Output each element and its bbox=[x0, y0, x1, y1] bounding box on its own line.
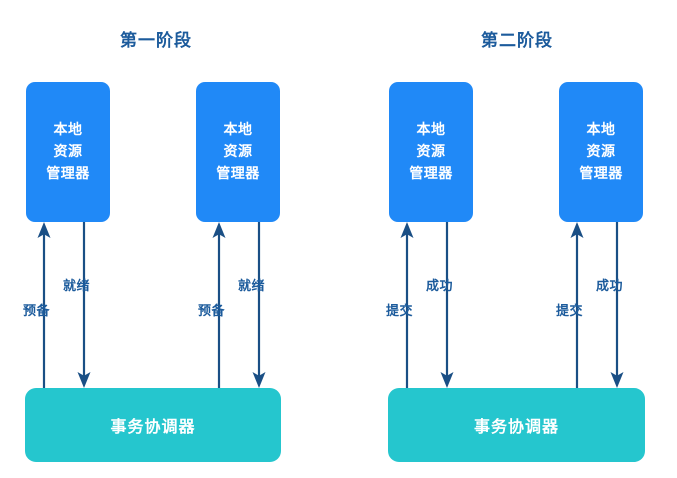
edge-label-down: 就绪 bbox=[63, 278, 91, 293]
rm-label-line-1: 本地 bbox=[416, 121, 446, 138]
rm-label-line-2: 资源 bbox=[53, 143, 83, 160]
coordinator-label: 事务协调器 bbox=[473, 419, 559, 436]
edge-label-up: 提交 bbox=[556, 303, 584, 318]
arrow-down bbox=[252, 222, 266, 388]
phase-2-title: 第二阶段 bbox=[481, 31, 553, 50]
rm-label-line-3: 管理器 bbox=[409, 164, 453, 181]
edge-label-up: 预备 bbox=[23, 303, 51, 318]
rm-label-line-1: 本地 bbox=[586, 121, 616, 138]
resource-manager-box[interactable]: 本地 资源 管理器 bbox=[389, 82, 473, 222]
phase-1-title: 第一阶段 bbox=[120, 31, 192, 50]
rm-label-line-1: 本地 bbox=[223, 121, 253, 138]
resource-manager-box[interactable]: 本地 资源 管理器 bbox=[559, 82, 643, 222]
rm-label-line-3: 管理器 bbox=[216, 164, 260, 181]
edge-label-up: 预备 bbox=[198, 303, 226, 318]
arrow-down bbox=[77, 222, 91, 388]
edge-label-down: 就绪 bbox=[238, 278, 266, 293]
transaction-coordinator-box[interactable]: 事务协调器 bbox=[388, 388, 645, 462]
rm-label-line-3: 管理器 bbox=[46, 164, 90, 181]
rm-label-line-3: 管理器 bbox=[579, 164, 623, 181]
transaction-coordinator-box[interactable]: 事务协调器 bbox=[25, 388, 281, 462]
arrow-down bbox=[440, 222, 454, 388]
resource-manager-box[interactable]: 本地 资源 管理器 bbox=[26, 82, 110, 222]
edge-label-up: 提交 bbox=[386, 303, 414, 318]
rm-label-line-2: 资源 bbox=[416, 143, 446, 160]
rm-label-line-1: 本地 bbox=[53, 121, 83, 138]
resource-manager-box[interactable]: 本地 资源 管理器 bbox=[196, 82, 280, 222]
edge-label-down: 成功 bbox=[596, 278, 624, 293]
coordinator-label: 事务协调器 bbox=[110, 419, 196, 436]
arrow-down bbox=[610, 222, 624, 388]
edge-label-down: 成功 bbox=[426, 278, 454, 293]
rm-label-line-2: 资源 bbox=[223, 143, 253, 160]
rm-label-line-2: 资源 bbox=[586, 143, 616, 160]
